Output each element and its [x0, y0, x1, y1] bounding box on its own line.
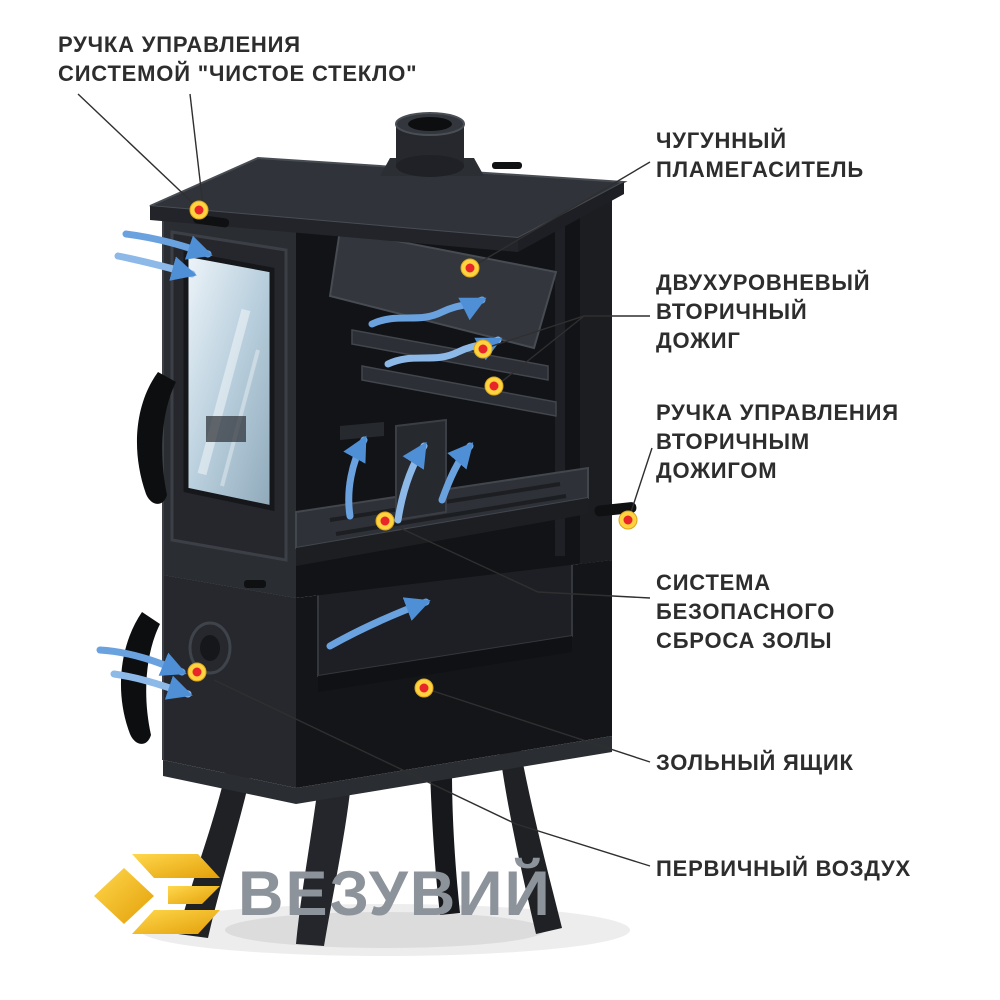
marker-dot [187, 662, 207, 682]
callout-ash-drawer: ЗОЛЬНЫЙ ЯЩИК [656, 750, 854, 775]
marker-dot [618, 510, 638, 530]
callout-two-level-secondary-afterburn: ДВУХУРОВНЕВЫЙ ВТОРИЧНЫЙ ДОЖИГ [656, 270, 871, 353]
flue-pipe [380, 112, 522, 177]
brand-logo: ВЕЗУВИЙ [92, 840, 552, 948]
marker-dot [460, 258, 480, 278]
door-handle-upper [136, 372, 176, 504]
callout-cast-iron-flame-arrester: ЧУГУННЫЙ ПЛАМЕГАСИТЕЛЬ [656, 128, 865, 182]
callout-safe-ash-dump-system: СИСТЕМА БЕЗОПАСНОГО СБРОСА ЗОЛЫ [656, 570, 836, 653]
fire-door-glass [170, 230, 288, 562]
marker-dot [189, 200, 209, 220]
airflow-arrows [96, 230, 503, 700]
marker-dot [414, 678, 434, 698]
callout-clean-glass-system-control: РУЧКА УПРАВЛЕНИЯ СИСТЕМОЙ "ЧИСТОЕ СТЕКЛО… [58, 32, 418, 86]
marker-dot [484, 376, 504, 396]
callout-primary-air: ПЕРВИЧНЫЙ ВОЗДУХ [656, 856, 912, 881]
brand-name: ВЕЗУВИЙ [238, 859, 552, 929]
top-plate [149, 156, 628, 252]
lower-door-emblem [188, 580, 266, 675]
marker-dot [473, 339, 493, 359]
vezuviy-logo-icon [94, 854, 220, 934]
flame-arrester-plate [328, 228, 558, 350]
marker-dot [375, 511, 395, 531]
stove-lower-body [163, 550, 612, 804]
callout-secondary-afterburn-control: РУЧКА УПРАВЛЕНИЯ ВТОРИЧНЫМ ДОЖИГОМ [656, 400, 899, 483]
leader-lines [77, 93, 653, 867]
callout-markers [187, 200, 638, 698]
